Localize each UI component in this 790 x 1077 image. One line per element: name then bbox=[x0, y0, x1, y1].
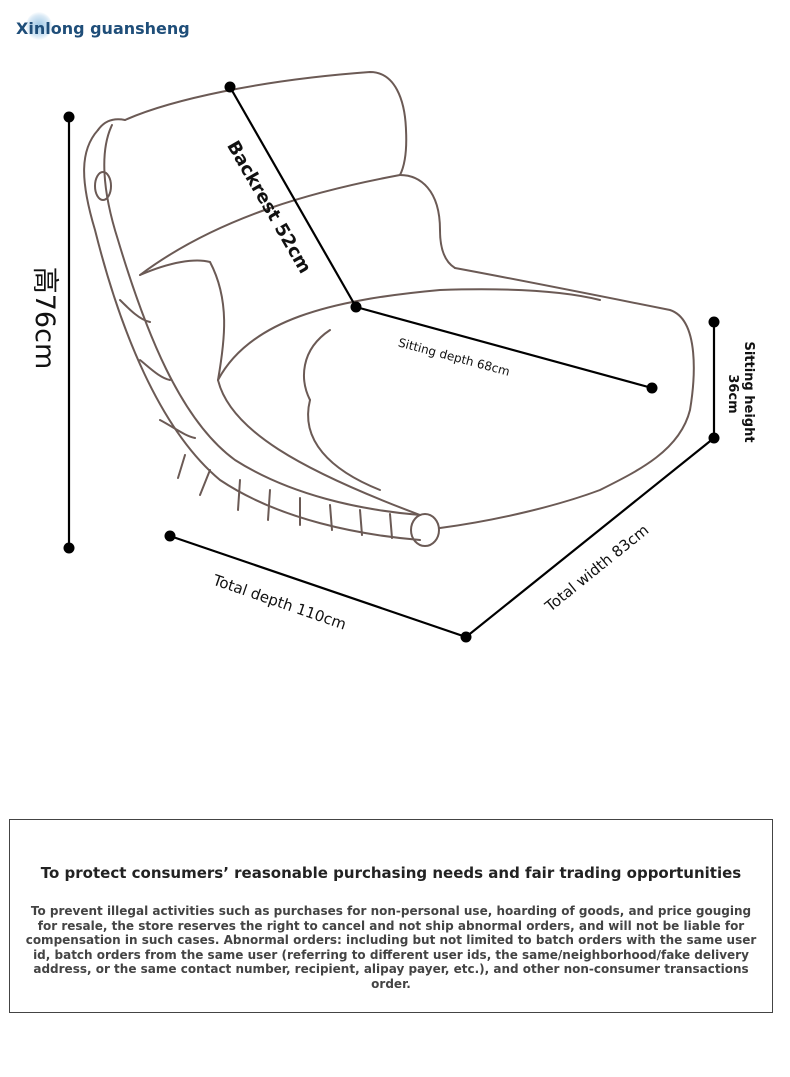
endpoint-dot bbox=[63, 542, 75, 554]
notice-title: To protect consumers’ reasonable purchas… bbox=[40, 864, 742, 882]
total-depth-label: Total depth 110cm bbox=[210, 571, 349, 634]
sitting-depth-line bbox=[355, 305, 653, 390]
endpoint-dot bbox=[63, 111, 75, 123]
endpoint-dot bbox=[224, 81, 236, 93]
sitting-height-label: Sitting height bbox=[741, 341, 756, 442]
brand-logo: Xinlong guansheng bbox=[16, 19, 190, 38]
total-depth-line bbox=[169, 534, 467, 639]
backrest-line bbox=[229, 86, 357, 308]
dimension-endpoints bbox=[63, 81, 720, 643]
backrest-label: Backrest 52cm bbox=[222, 137, 315, 277]
endpoint-dot bbox=[350, 301, 362, 313]
sitting-height-value: 36cm bbox=[725, 374, 740, 413]
endpoint-dot bbox=[460, 631, 472, 643]
sitting-depth-label: Sitting depth 68cm bbox=[397, 335, 512, 378]
brand-logo-mark bbox=[26, 12, 52, 40]
dimension-lines bbox=[67, 86, 716, 639]
total-width-label: Total width 83cm bbox=[541, 521, 652, 616]
endpoint-dot bbox=[708, 432, 720, 444]
total-width-line bbox=[465, 437, 715, 638]
height-label: 高76cm bbox=[29, 267, 60, 370]
chair-dimension-diagram: 高76cm Backrest 52cm Sitting depth 68cm S… bbox=[29, 71, 756, 643]
endpoint-dot bbox=[708, 316, 720, 328]
purchase-policy-notice: To protect consumers’ reasonable purchas… bbox=[9, 819, 773, 1013]
chair-outline bbox=[83, 71, 695, 547]
endpoint-dot bbox=[164, 530, 176, 542]
endpoint-dot bbox=[646, 382, 658, 394]
notice-body: To prevent illegal activities such as pu… bbox=[25, 904, 757, 991]
